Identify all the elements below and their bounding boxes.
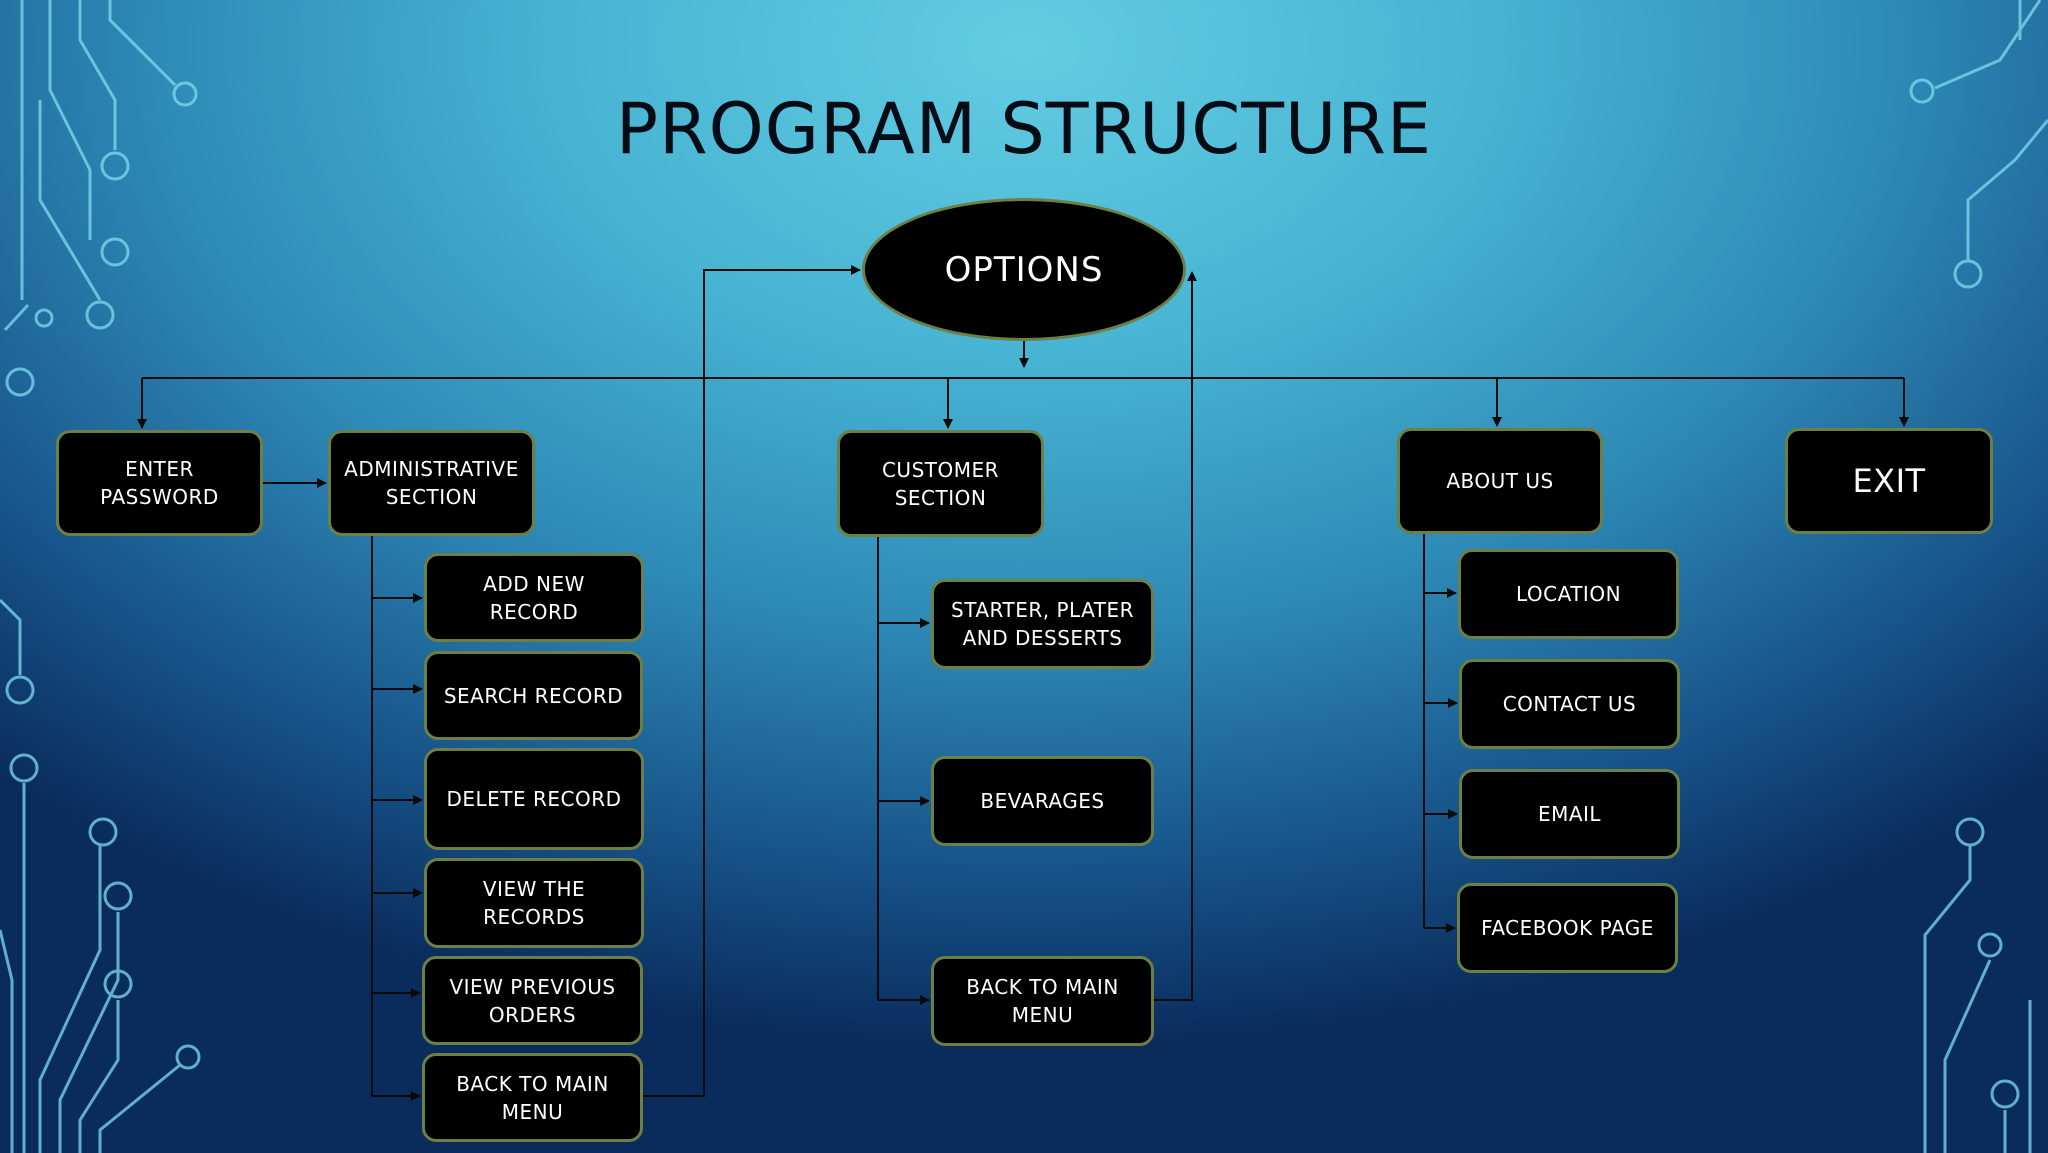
add-new-record-node: ADD NEW RECORD [424, 553, 644, 642]
email-node: EMAIL [1459, 769, 1680, 859]
slide-title: PROGRAM STRUCTURE [615, 88, 1433, 170]
starter-plater-desserts-node: STARTER, PLATER AND DESSERTS [931, 579, 1154, 669]
exit-node: EXIT [1785, 428, 1993, 534]
search-record-node: SEARCH RECORD [424, 651, 643, 740]
location-node: LOCATION [1458, 549, 1679, 639]
delete-record-node: DELETE RECORD [424, 748, 644, 850]
view-previous-orders-node: VIEW PREVIOUS ORDERS [422, 956, 643, 1045]
about-us-node: ABOUT US [1397, 428, 1603, 534]
administrative-section-node: ADMINISTRATIVE SECTION [328, 430, 535, 536]
enter-password-node: ENTER PASSWORD [56, 430, 263, 536]
customer-section-node: CUSTOMER SECTION [837, 430, 1044, 537]
admin-back-to-main-menu-node: BACK TO MAIN MENU [422, 1053, 643, 1142]
contact-us-node: CONTACT US [1459, 659, 1680, 749]
view-the-records-node: VIEW THE RECORDS [424, 858, 644, 948]
bevarages-node: BEVARAGES [931, 756, 1154, 846]
customer-back-to-main-menu-node: BACK TO MAIN MENU [931, 956, 1154, 1046]
options-node: OPTIONS [862, 198, 1186, 341]
facebook-page-node: FACEBOOK PAGE [1457, 883, 1678, 973]
